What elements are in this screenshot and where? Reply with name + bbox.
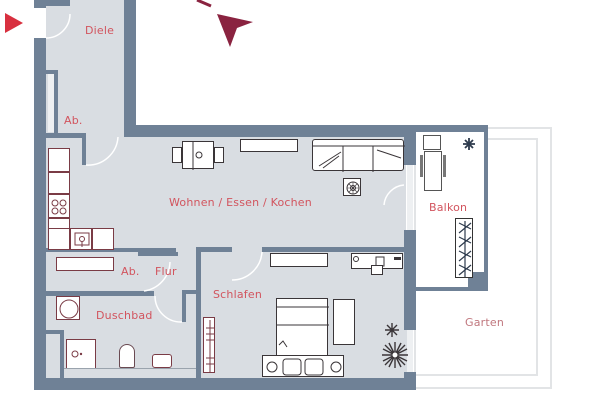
wardrobe <box>203 317 215 373</box>
balkon-wall-corner <box>468 272 488 291</box>
wall-ab-inner <box>54 70 58 136</box>
wall-right-schlafen <box>404 250 416 330</box>
toilet <box>119 344 135 368</box>
dining-table <box>182 141 214 170</box>
desk-chair <box>371 265 383 275</box>
room-label-schlafen: Schlafen <box>213 288 263 301</box>
balkon-wall-bottom <box>416 287 488 291</box>
bedside-table <box>333 299 355 345</box>
wall-bottom <box>34 378 416 390</box>
wall-ab-top <box>46 70 58 74</box>
wall-flur-post <box>182 290 186 322</box>
table-icon <box>192 142 203 170</box>
room-label-garten: Garten <box>465 316 505 329</box>
sun-lounger-arm-right <box>443 155 446 177</box>
storage-shelf <box>56 257 114 271</box>
wall-bath-inner-v <box>60 330 64 380</box>
room-label-diele: Diele <box>85 24 115 37</box>
room-label-duschbad: Duschbad <box>96 309 153 322</box>
window-schlafen <box>407 330 413 372</box>
washing-machine-icon <box>59 299 79 319</box>
wall-diele-right <box>124 0 136 137</box>
wall-flur-stub2 <box>182 290 196 294</box>
room-label-balkon: Balkon <box>429 201 468 214</box>
room-label-abstellraum-flur: Ab. <box>121 265 140 278</box>
planter-box <box>455 218 473 278</box>
wall-schlafen-top <box>262 247 408 252</box>
bath-floor-line <box>64 368 196 369</box>
balkon-wall-right <box>484 125 488 291</box>
stove-burners-icon <box>51 199 67 215</box>
shower-drain-icon <box>71 350 83 358</box>
coffee-table <box>343 178 361 196</box>
sideboard <box>240 139 298 152</box>
window-wohnen <box>407 165 413 230</box>
balkon-wall-top <box>404 125 488 132</box>
kitchen-sink <box>70 228 92 250</box>
room-label-flur: Flur <box>155 265 177 278</box>
sun-lounger-arm-left <box>420 155 423 177</box>
kitchen-stove <box>48 194 70 218</box>
kitchen-cabinet-4 <box>48 228 70 250</box>
wall-schlafen-left <box>196 247 201 380</box>
wall-ab-door-post <box>82 133 86 165</box>
wall-top-wohnen <box>124 125 416 137</box>
dining-chair-right <box>214 147 224 163</box>
wall-schlafen-top-left <box>196 247 232 252</box>
sun-lounger <box>424 151 442 191</box>
bench-icon <box>266 358 342 376</box>
kitchen-cabinet-1 <box>48 148 70 172</box>
diele-floor <box>46 0 124 140</box>
nightstand-bench <box>262 355 344 377</box>
wall-left <box>34 38 46 390</box>
bath-sink <box>152 354 172 368</box>
plant-small-icon <box>385 323 399 337</box>
sink-icon <box>74 232 90 247</box>
window-left-ab <box>48 74 54 132</box>
wall-ab-bottom <box>46 133 86 138</box>
sofa <box>312 139 405 172</box>
bath-washer <box>56 296 80 320</box>
wall-kitchen-bottom <box>46 248 176 252</box>
entrance-arrow-icon <box>5 13 23 33</box>
wall-top-diele <box>34 0 70 5</box>
room-label-abstellraum-top: Ab. <box>64 114 83 127</box>
wall-ab-flur <box>46 291 154 296</box>
sofa-icon <box>313 145 405 172</box>
wall-flur-stub <box>138 252 178 256</box>
north-arrow-icon <box>196 0 253 47</box>
shower-tray <box>66 339 96 369</box>
bed <box>276 298 329 360</box>
room-label-wohnen: Wohnen / Essen / Kochen <box>169 196 312 209</box>
sun-lounger-head <box>423 135 441 150</box>
kitchen-cabinet-5 <box>92 228 114 250</box>
kitchen-cabinet-2 <box>48 172 70 194</box>
plant-large-icon <box>382 342 408 368</box>
wall-right-wohnen <box>404 125 416 165</box>
bed-icon <box>277 306 329 348</box>
flower-ornament-icon <box>346 181 360 195</box>
hangers-icon <box>206 320 214 372</box>
dresser <box>270 253 328 267</box>
wall-bath-inner <box>46 330 64 334</box>
dining-chair-left <box>172 147 182 163</box>
planter-foliage-icon <box>458 221 472 277</box>
balkon-plant-icon <box>463 138 475 150</box>
